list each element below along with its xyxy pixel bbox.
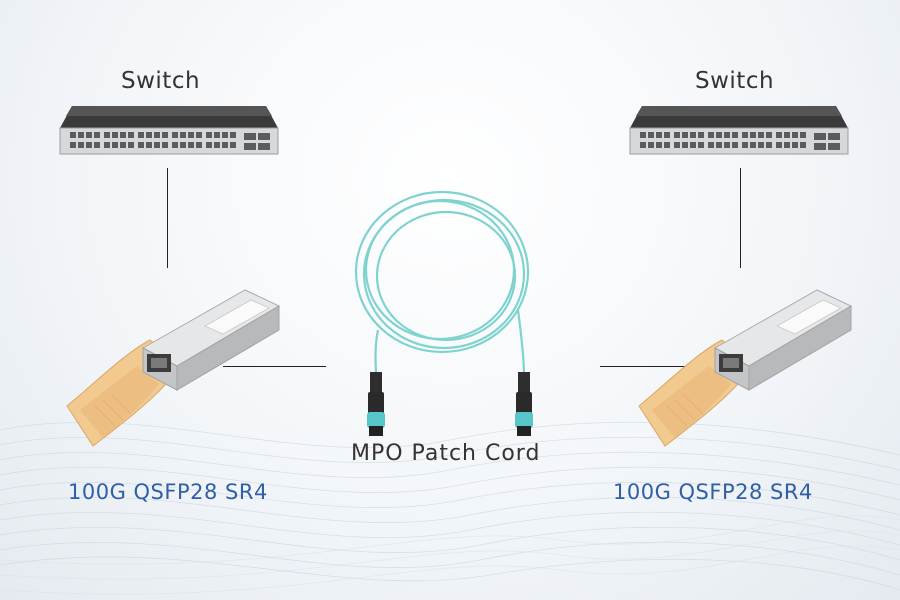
mpo-patch-cord-icon (354, 190, 533, 436)
left-module-link-line (223, 366, 326, 367)
left-switch-label: Switch (121, 68, 201, 94)
right-switch-icon (629, 106, 849, 155)
right-switch-label: Switch (695, 68, 775, 94)
right-switch-link-line (740, 168, 741, 268)
mpo-patch-cord-label: MPO Patch Cord (351, 441, 541, 466)
left-module-label: 100G QSFP28 SR4 (68, 480, 268, 504)
left-qsfp28-module-icon (66, 289, 281, 447)
right-module-link-line (600, 366, 700, 367)
left-switch-link-line (167, 168, 168, 268)
left-switch-icon (59, 106, 279, 155)
right-qsfp28-module-icon (638, 289, 853, 447)
right-module-label: 100G QSFP28 SR4 (613, 480, 813, 504)
